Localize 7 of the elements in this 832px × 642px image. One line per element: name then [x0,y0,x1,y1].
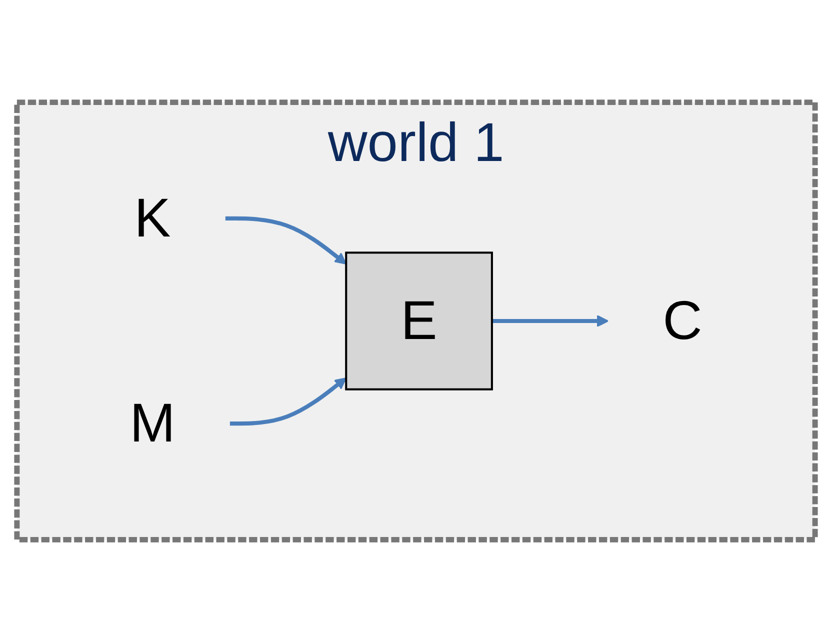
arrow [230,378,347,426]
node-text: K [134,188,171,249]
node-box: E [345,252,493,390]
arrow [225,216,347,264]
node-text: M [130,393,176,454]
arrow [492,314,609,328]
node-text: C [662,290,702,352]
